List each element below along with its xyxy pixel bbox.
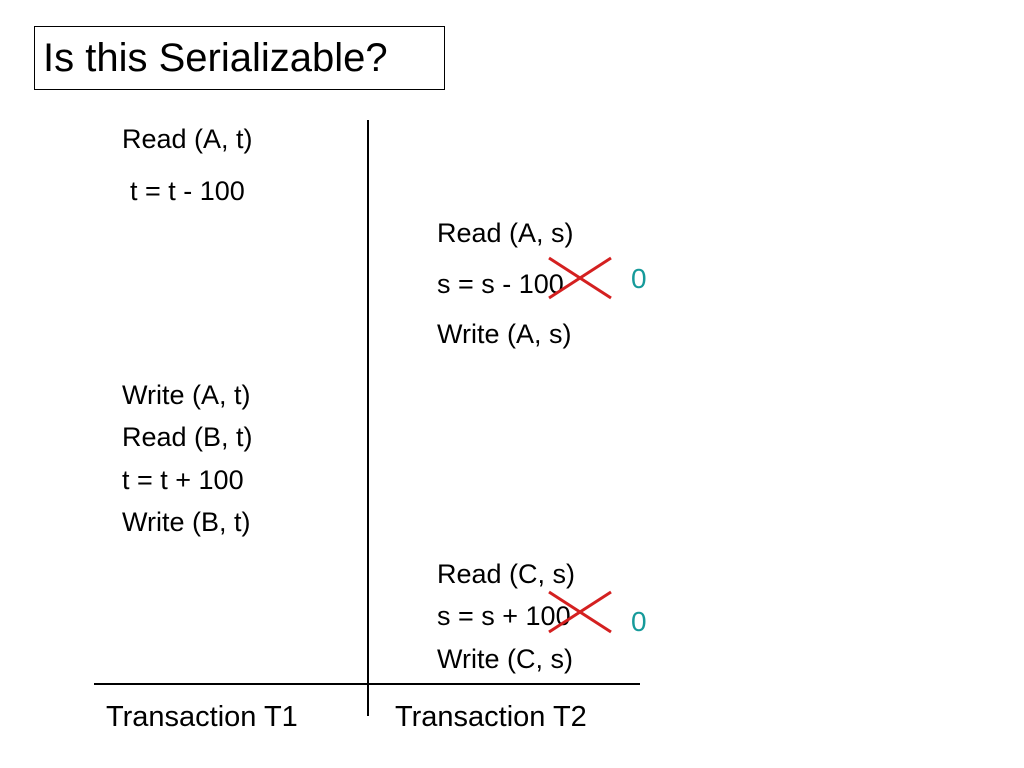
t2-stmt-write-c: Write (C, s) xyxy=(437,644,573,674)
replacement-value-2: 0 xyxy=(631,606,647,637)
slide-title: Is this Serializable? xyxy=(43,36,388,80)
cross-mark-2 xyxy=(548,590,612,634)
replacement-value-1: 0 xyxy=(631,263,647,294)
t1-label: Transaction T1 xyxy=(106,701,298,733)
t2-stmt-increment: s = s + 100 xyxy=(437,601,571,631)
t2-stmt-write-a: Write (A, s) xyxy=(437,319,572,349)
t1-stmt-write-b: Write (B, t) xyxy=(122,507,251,537)
footer-divider xyxy=(94,683,640,685)
t2-stmt-read-a: Read (A, s) xyxy=(437,218,574,248)
t2-stmt-decrement: s = s - 100 xyxy=(437,269,564,299)
cross-mark-1 xyxy=(548,256,612,300)
title-box: Is this Serializable? xyxy=(34,26,445,90)
t1-stmt-read-b: Read (B, t) xyxy=(122,422,253,452)
t2-stmt-read-c: Read (C, s) xyxy=(437,559,576,589)
t1-stmt-read-a: Read (A, t) xyxy=(122,124,253,154)
t1-stmt-decrement: t = t - 100 xyxy=(130,176,245,206)
t1-stmt-increment: t = t + 100 xyxy=(122,465,244,495)
t1-stmt-write-a: Write (A, t) xyxy=(122,380,251,410)
column-divider xyxy=(367,120,369,716)
t2-label: Transaction T2 xyxy=(395,701,587,733)
